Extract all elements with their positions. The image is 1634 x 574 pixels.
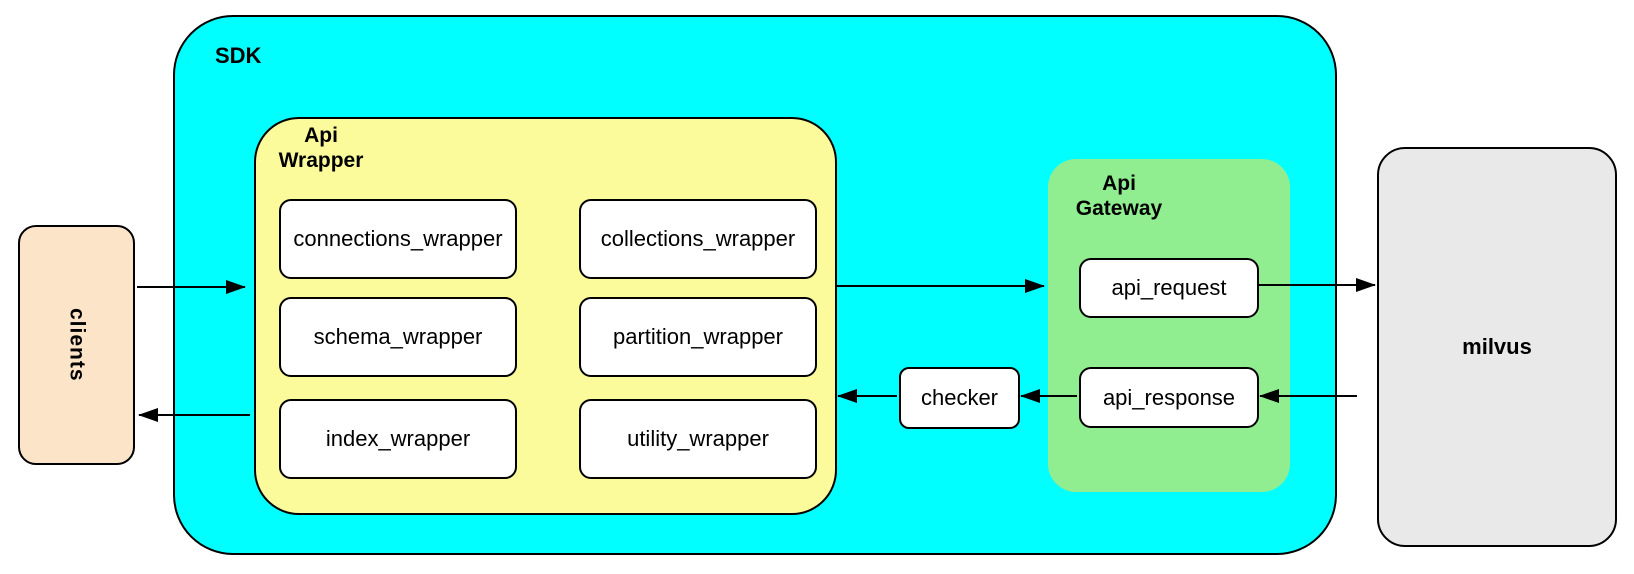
api-wrapper-container: Api Wrapper connections_wrapper collecti…: [254, 117, 837, 515]
api-gateway-container: Api Gateway api_request api_response: [1048, 159, 1290, 492]
clients-node: clients: [18, 225, 135, 465]
module-collections-wrapper: collections_wrapper: [579, 199, 817, 279]
api-response-label: api_response: [1102, 384, 1236, 410]
module-label: partition_wrapper: [613, 324, 783, 349]
module-schema-wrapper: schema_wrapper: [279, 297, 517, 377]
milvus-node: milvus: [1377, 147, 1617, 547]
module-label: schema_wrapper: [313, 324, 483, 349]
checker-node: checker: [899, 367, 1020, 429]
module-label: utility_wrapper: [627, 426, 769, 451]
module-connections-wrapper: connections_wrapper: [279, 199, 517, 279]
module-label: collections_wrapper: [600, 226, 796, 251]
module-partition-wrapper: partition_wrapper: [579, 297, 817, 377]
module-index-wrapper: index_wrapper: [279, 399, 517, 479]
sdk-label: SDK: [215, 43, 262, 68]
api-response-node: api_response: [1079, 367, 1259, 428]
clients-label: clients: [65, 308, 89, 382]
checker-label: checker: [920, 385, 999, 410]
module-label: connections_wrapper: [293, 226, 503, 251]
module-utility-wrapper: utility_wrapper: [579, 399, 817, 479]
sdk-container: SDK Api Wrapper connections_wrapper coll…: [173, 15, 1337, 555]
api-wrapper-label: Api Wrapper: [278, 124, 364, 172]
module-label: index_wrapper: [325, 426, 471, 451]
milvus-label: milvus: [1462, 334, 1532, 359]
api-request-label: api_request: [1111, 275, 1227, 300]
api-request-node: api_request: [1079, 258, 1259, 318]
api-gateway-label: Api Gateway: [1075, 172, 1163, 220]
